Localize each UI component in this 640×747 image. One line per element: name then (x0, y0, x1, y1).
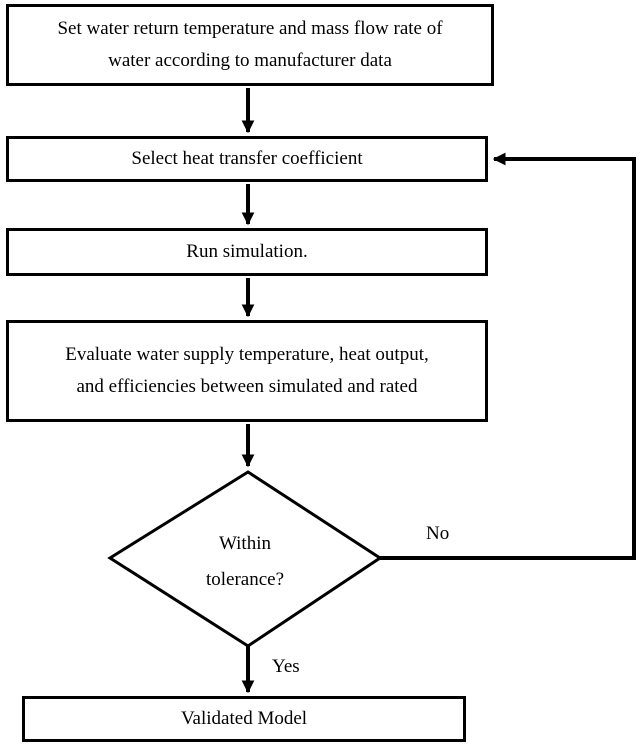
yes-label: Yes (272, 656, 300, 677)
no-label: No (426, 523, 450, 544)
step-run-simulation: Run simulation. (6, 228, 488, 276)
step1-line2: water according to manufacturer data (108, 50, 392, 71)
step-select-coefficient: Select heat transfer coefficient (6, 136, 488, 182)
arrow-no-feedback (380, 152, 636, 560)
step-set-water-return: Set water return temperature and mass fl… (6, 4, 494, 86)
decision-line1: Within (218, 533, 271, 554)
step-validated-model: Validated Model (22, 696, 466, 742)
step3-text: Run simulation. (186, 241, 308, 262)
decision-diamond (107, 470, 383, 648)
decision-text: Within tolerance? (160, 526, 330, 598)
step1-line1: Set water return temperature and mass fl… (57, 18, 443, 39)
step2-text: Select heat transfer coefficient (131, 148, 363, 169)
final-text: Validated Model (180, 708, 308, 729)
step4-line2: and efficiencies between simulated and r… (76, 376, 418, 397)
step-evaluate: Evaluate water supply temperature, heat … (6, 320, 488, 422)
decision-line2: tolerance? (205, 569, 285, 590)
step4-line1: Evaluate water supply temperature, heat … (65, 344, 429, 365)
